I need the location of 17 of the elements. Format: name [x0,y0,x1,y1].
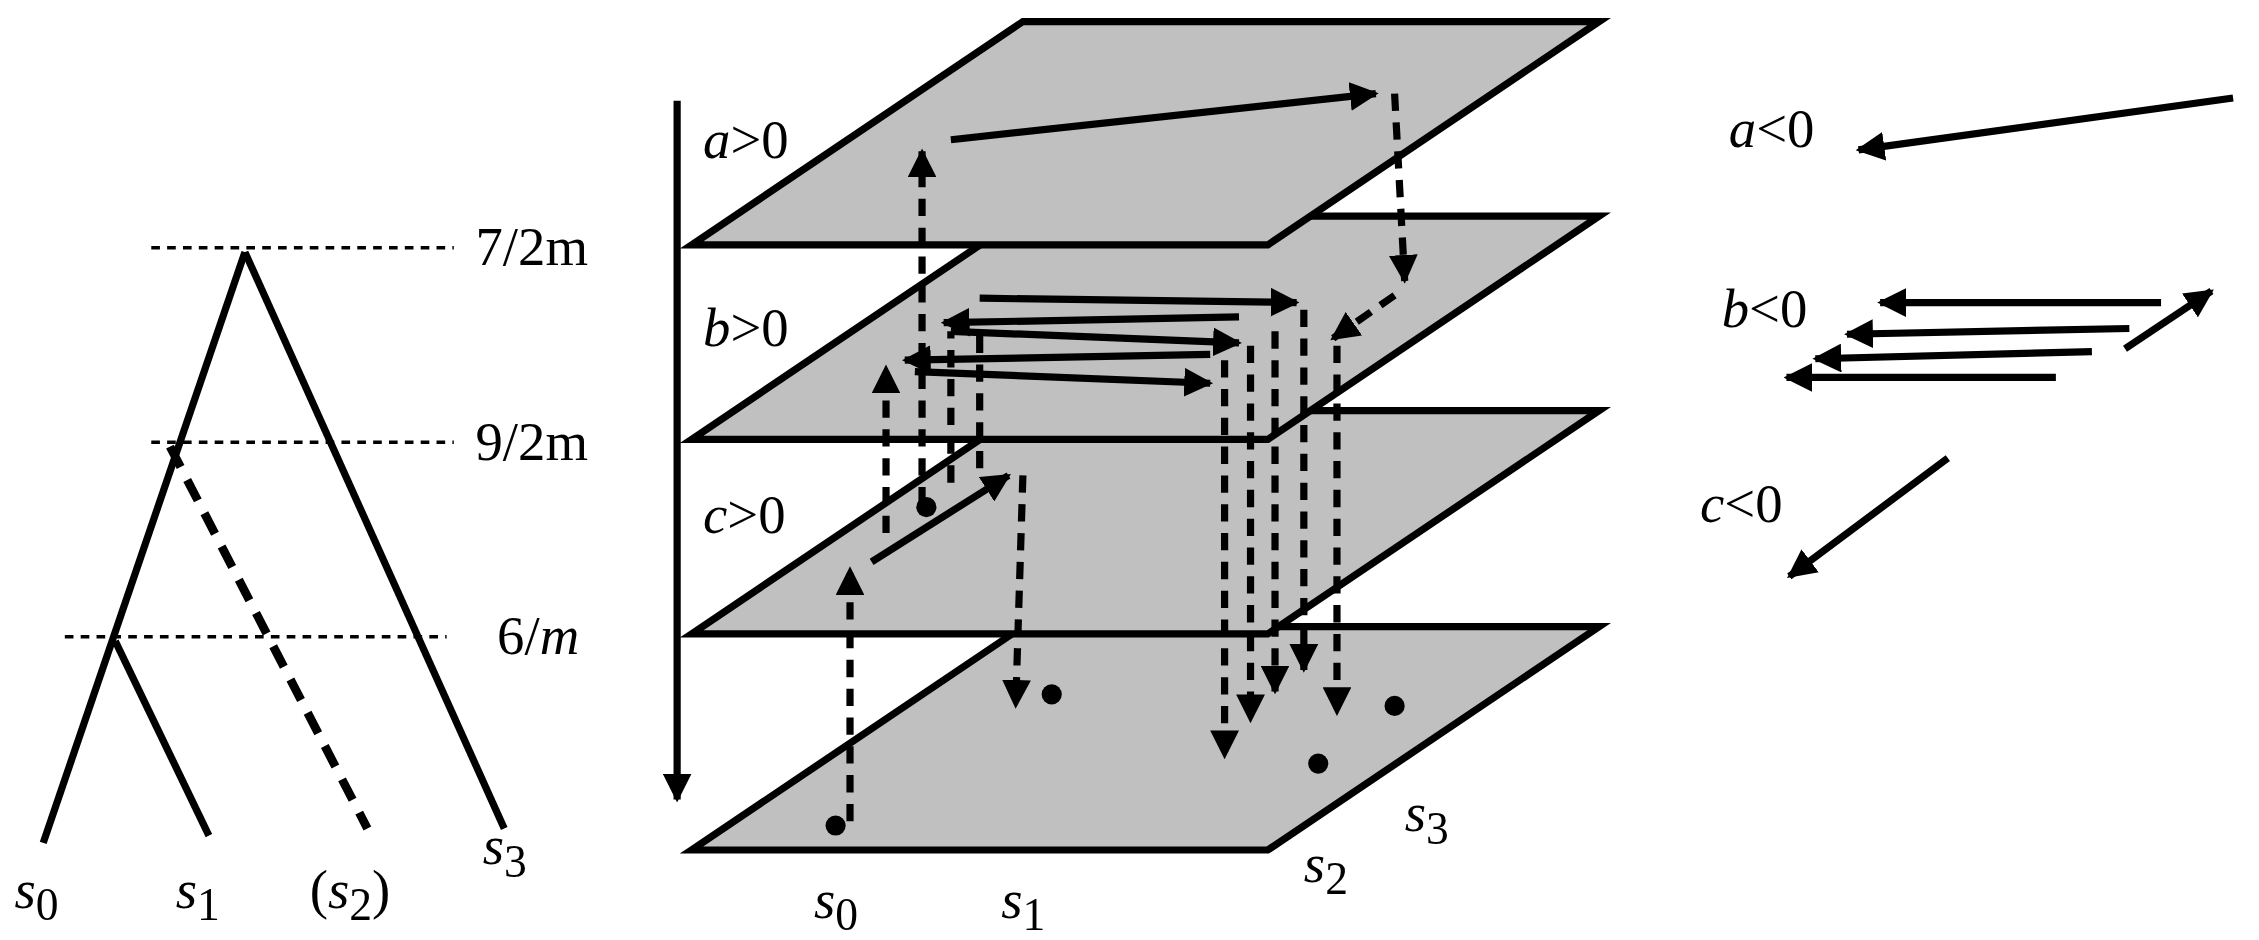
direction-label: b<0 [1721,280,1808,336]
plane-label: a>0 [703,112,789,168]
direction-label: c<0 [1700,475,1783,531]
level-label: 6/m [497,608,580,663]
axis-label: s$_{0}$ [814,871,859,939]
axis-label: s$_{1}$ [1001,871,1046,939]
axis-label: s$_{2}$ [1303,835,1348,903]
leaf-label: s$_{1}$ [175,861,220,929]
plane-label: b>0 [703,299,789,355]
leaf-label: (s$_{2}$) [309,861,391,929]
direction-label: a<0 [1728,100,1815,156]
plane-label: c>0 [703,486,786,542]
leaf-label: s$_{3}$ [482,818,527,885]
leaf-label: s$_{0}$ [14,861,59,929]
level-label: 7/2m [475,219,588,274]
level-label: 9/2m [475,413,588,469]
axis-label: s$_{3}$ [1404,785,1449,852]
